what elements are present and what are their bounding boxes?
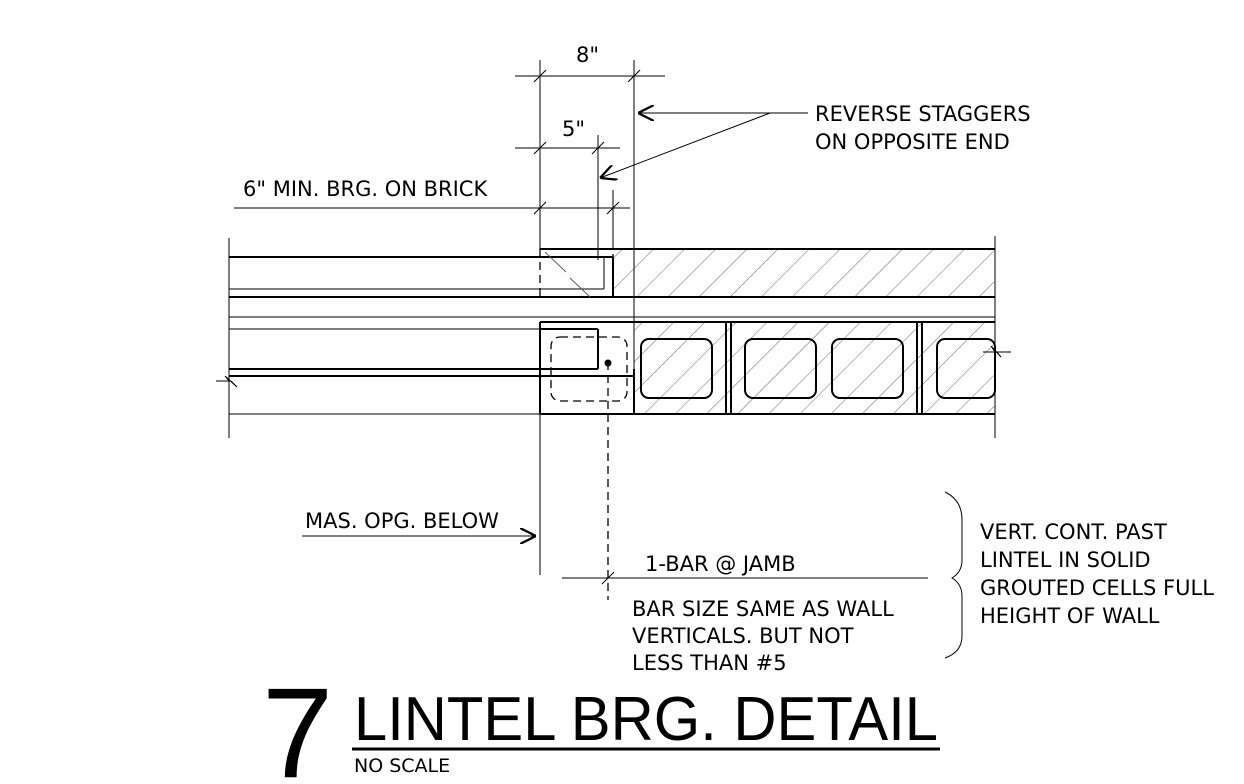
vert-cont-note: VERT. CONT. PAST LINTEL IN SOLID GROUTED… xyxy=(944,491,1214,659)
detail-title: LINTEL BRG. DETAIL xyxy=(354,685,938,754)
cmu-cell xyxy=(831,338,904,399)
left-break-line xyxy=(216,375,238,388)
dimension-6in-min-brg: 6" MIN. BRG. ON BRICK xyxy=(234,177,630,249)
dim-8-label: 8" xyxy=(576,43,599,67)
curly-brace xyxy=(944,491,963,659)
vert-cont-line1: VERT. CONT. PAST xyxy=(980,520,1167,544)
right-break-line xyxy=(983,345,1011,358)
wall-section xyxy=(216,236,1011,600)
mas-opening-note: MAS. OPG. BELOW xyxy=(302,509,536,536)
bar-size-line3: LESS THAN #5 xyxy=(632,651,787,675)
dim-tick xyxy=(533,69,547,83)
reverse-staggers-line2: ON OPPOSITE END xyxy=(815,130,1010,154)
brick-bearing-dashed-outline xyxy=(539,248,614,298)
vert-cont-line4: HEIGHT OF WALL xyxy=(980,604,1160,628)
vert-cont-line3: GROUTED CELLS FULL xyxy=(980,576,1214,600)
dimension-5in: 5" xyxy=(515,117,620,260)
dim-tick xyxy=(627,69,641,83)
vert-cont-line2: LINTEL IN SOLID xyxy=(980,548,1151,572)
jamb-bar-note: 1-BAR @ JAMB BAR SIZE SAME AS WALL VERTI… xyxy=(562,552,928,675)
dim-5-label: 5" xyxy=(562,117,585,141)
brick-course-hatch xyxy=(613,249,995,297)
cmu-cell-partial xyxy=(936,338,996,399)
jamb-tick xyxy=(601,571,615,585)
detail-number: 7 xyxy=(262,662,333,784)
dim-tick xyxy=(606,201,620,215)
grouted-cell-dashed xyxy=(550,336,628,402)
scale-label: NO SCALE xyxy=(354,755,450,777)
mas-opening-label: MAS. OPG. BELOW xyxy=(305,509,499,533)
hatch-mark xyxy=(569,277,591,298)
dimension-8in: 8" xyxy=(515,43,665,414)
reverse-staggers-line1: REVERSE STAGGERS xyxy=(815,102,1031,126)
bar-at-jamb-label: 1-BAR @ JAMB xyxy=(645,552,796,576)
dim-tick xyxy=(533,141,547,155)
hatch-mark xyxy=(544,251,567,273)
min-brg-label: 6" MIN. BRG. ON BRICK xyxy=(243,177,488,201)
bar-size-line2: VERTICALS. BUT NOT xyxy=(632,624,854,648)
reverse-staggers-note: REVERSE STAGGERS ON OPPOSITE END xyxy=(600,102,1031,178)
cmu-cell xyxy=(744,338,817,399)
leader-arrow xyxy=(600,112,771,178)
cmu-course-hatch xyxy=(634,322,995,414)
cmu-cell xyxy=(640,338,713,399)
bar-size-line1: BAR SIZE SAME AS WALL xyxy=(632,597,894,621)
title-block: 7 LINTEL BRG. DETAIL NO SCALE xyxy=(262,662,940,784)
dim-tick xyxy=(591,141,605,155)
dim-tick xyxy=(533,201,547,215)
